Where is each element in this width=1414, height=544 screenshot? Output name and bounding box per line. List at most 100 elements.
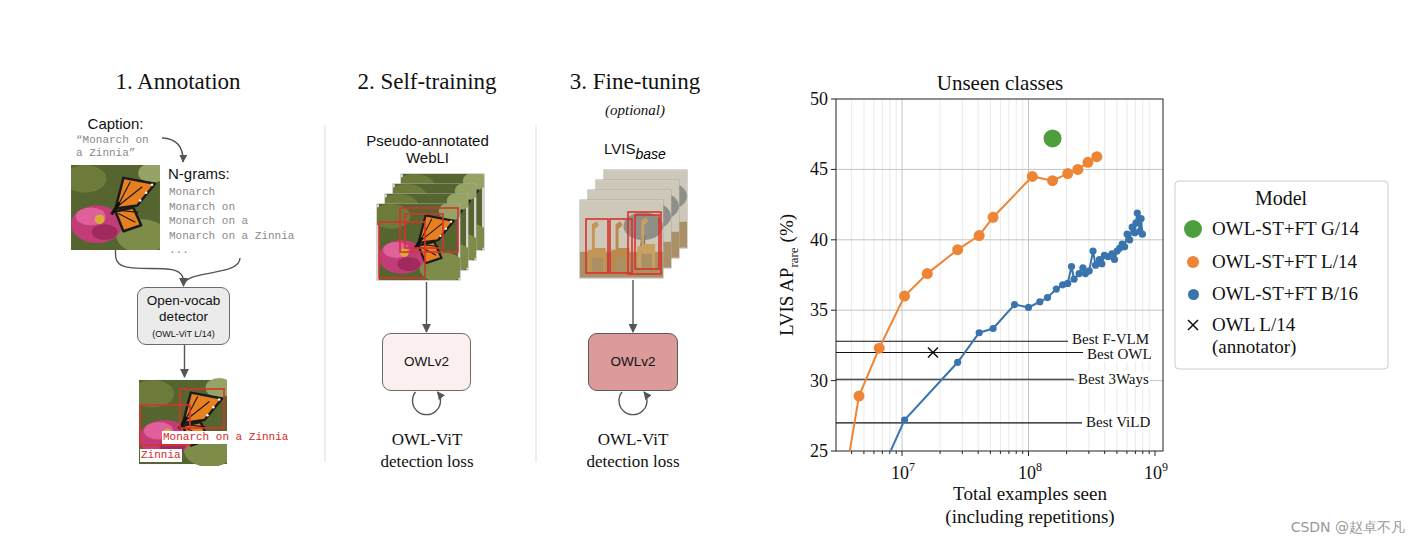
- legend-swatch: [1188, 289, 1199, 300]
- plot-frame: [836, 99, 1163, 451]
- y-axis-title: LVIS AP: [776, 268, 797, 336]
- process-box: Open-vocab detector(OWL-ViT L/14): [137, 287, 230, 345]
- loss-label-group: OWL-ViT detection loss: [573, 429, 693, 473]
- section-title-group: 1. Annotation: [115, 69, 240, 95]
- detection-box: [180, 389, 224, 428]
- series-point: [1137, 215, 1144, 222]
- section-title: 2. Self-training: [357, 69, 496, 94]
- major-gridline: [902, 99, 903, 451]
- y-tick: 50: [810, 89, 828, 109]
- x-minor-tick: [1116, 451, 1117, 454]
- divider: [325, 125, 326, 462]
- plot-area: [845, 129, 1146, 451]
- legend-text: OWL-ST+FT L/14: [1212, 251, 1377, 273]
- watermark: CSDN @赵卓不凡: [1291, 519, 1405, 535]
- y-axis-title-group: LVIS APrare(%): [776, 214, 805, 336]
- x-minor-tick: [873, 451, 874, 454]
- section-title: 1. Annotation: [115, 69, 240, 94]
- series-point: [1064, 280, 1071, 287]
- y-tick-mark: [831, 239, 836, 240]
- minor-gridline: [1016, 99, 1017, 451]
- major-gridline: [836, 310, 1163, 311]
- x-minor-tick: [1000, 451, 1001, 454]
- detection-box: [379, 222, 425, 278]
- legend-text: OWL L/14 (annotator): [1212, 314, 1377, 358]
- ngram-group: Monarch on a: [169, 215, 248, 228]
- legend-swatch: [1187, 256, 1199, 268]
- detection-box: [400, 208, 458, 252]
- reference-label-group: Best 3Ways: [1077, 372, 1150, 387]
- model-box: OWLv2: [382, 333, 471, 391]
- y-tick-mark: [831, 380, 836, 381]
- ngram-group: Monarch on a Zinnia: [169, 230, 294, 243]
- reference-line: [836, 379, 1074, 380]
- series-point: [988, 212, 999, 223]
- minor-gridline: [1022, 99, 1023, 451]
- minor-gridline: [1142, 99, 1143, 451]
- stack-heading: Pseudo-annotated WebLI: [360, 132, 495, 166]
- chart-title: Unseen classes: [937, 71, 1064, 95]
- x-minor-tick: [1088, 451, 1089, 454]
- legend-x-marker: [1188, 320, 1198, 330]
- series-point: [1111, 256, 1118, 263]
- minor-gridline: [990, 99, 991, 451]
- stack-photo: [372, 202, 466, 282]
- series-point: [974, 230, 985, 241]
- x-tick-group: 108: [1018, 457, 1042, 483]
- loss-label: OWL-ViT detection loss: [380, 430, 473, 471]
- minor-gridline: [1066, 99, 1067, 451]
- series-point: [1053, 285, 1060, 292]
- ngram: Monarch on a Zinnia: [169, 230, 294, 242]
- series-point: [1070, 276, 1077, 283]
- loss-label: OWL-ViT detection loss: [586, 430, 679, 471]
- legend-marker-box: [1184, 218, 1202, 240]
- divider: [536, 125, 537, 462]
- x-axis-title-group: (including repetitions): [945, 506, 1114, 528]
- series-point: [1126, 236, 1133, 243]
- x-tick: 10: [1144, 463, 1162, 483]
- series-point: [901, 416, 908, 423]
- reference-line: [836, 422, 1082, 423]
- stack-frame: [580, 200, 663, 278]
- loss-label-group: OWL-ViT detection loss: [367, 429, 487, 473]
- section-title-group: 3. Fine-tuning: [570, 69, 700, 95]
- flow-arrow: [184, 345, 185, 377]
- series-point: [1139, 231, 1146, 238]
- major-gridline: [836, 169, 1163, 170]
- x-axis-title: Total examples seen: [953, 483, 1107, 504]
- legend-entry: OWL L/14 (annotator): [1184, 314, 1377, 358]
- loop-arrow: [413, 392, 441, 415]
- x-minor-tick: [1066, 451, 1067, 454]
- ngram-group: Monarch on: [169, 201, 235, 214]
- ngram-heading-group: N-grams:: [168, 165, 230, 182]
- reference-label-group: Best F-VLM: [1071, 332, 1150, 347]
- flow-arrow: [632, 280, 633, 332]
- caption-text: “Monarch on a Zinnia”: [76, 134, 158, 160]
- series-point: [1072, 164, 1083, 175]
- legend-title-group: Model: [1255, 187, 1307, 209]
- y-tick-mark: [831, 169, 836, 170]
- y-tick-group: 45: [810, 159, 828, 179]
- series-point: [1091, 151, 1102, 162]
- detection-box: [628, 212, 661, 274]
- x-tick-mark: [1155, 451, 1156, 456]
- series-point: [1068, 263, 1075, 270]
- x-minor-tick: [1149, 451, 1150, 454]
- reference-label: Best F-VLM: [1072, 331, 1149, 347]
- box-subtitle: (OWL-ViT L/14): [152, 328, 215, 340]
- ngram: Monarch on a: [169, 215, 248, 227]
- major-gridline: [1028, 99, 1029, 451]
- y-tick-group: 30: [810, 371, 828, 391]
- minor-gridline: [940, 99, 941, 451]
- ngram: ...: [169, 244, 189, 256]
- series-point: [1047, 175, 1058, 186]
- ngram: Monarch on: [169, 201, 235, 213]
- x-tick: 10: [891, 463, 909, 483]
- section-note: (optional): [605, 102, 665, 118]
- merge-curve: [184, 258, 240, 284]
- legend-text: OWL-ST+FT B/16: [1212, 283, 1377, 305]
- legend-text: OWL-ST+FT G/14: [1212, 218, 1377, 240]
- series-point: [1027, 171, 1038, 182]
- y-tick: 30: [810, 371, 828, 391]
- series-point: [1044, 129, 1062, 147]
